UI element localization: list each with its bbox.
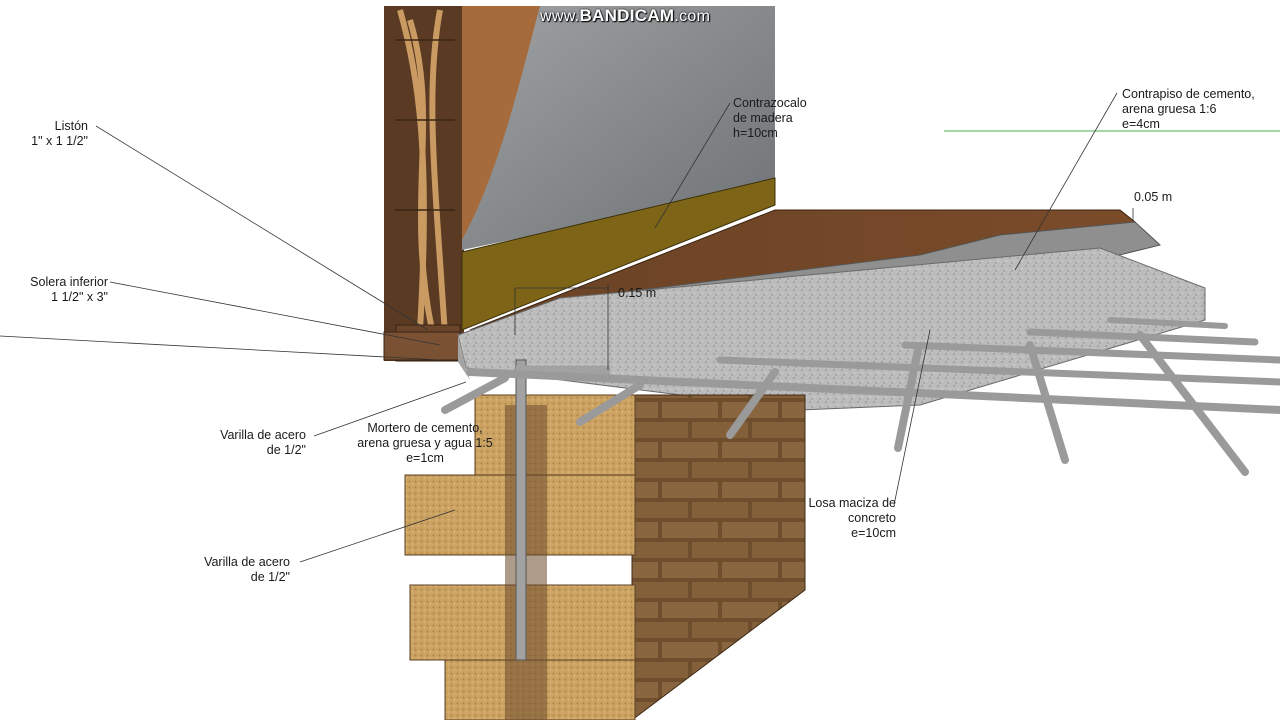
label-contrazocalo-line2: de madera xyxy=(733,111,793,125)
label-solera-line2: 1 1/2" x 3" xyxy=(51,290,108,304)
label-mortero-line2: arena gruesa y agua 1:5 xyxy=(357,436,493,450)
label-contrazocalo-line3: h=10cm xyxy=(733,126,778,140)
label-contrazocalo: Contrazocalo de madera h=10cm xyxy=(733,96,807,141)
plaster-wall-face xyxy=(462,6,775,250)
label-contrapiso-line3: e=4cm xyxy=(1122,117,1160,131)
label-solera-inferior: Solera inferior 1 1/2" x 3" xyxy=(8,275,108,305)
label-mortero: Mortero de cemento, arena gruesa y agua … xyxy=(345,421,505,466)
label-liston-line1: Listón xyxy=(54,119,88,133)
label-contrapiso-line1: Contrapiso de cemento, xyxy=(1122,87,1255,101)
label-solera-line1: Solera inferior xyxy=(30,275,108,289)
label-dimension-015: 0.15 m xyxy=(618,286,657,300)
label-dimension-005: 0.05 m xyxy=(1134,190,1173,204)
label-varilla-2-line2: de 1/2" xyxy=(250,570,290,584)
bandicam-watermark: www.BANDICAM.com xyxy=(540,6,711,25)
label-liston: Listón 1" x 1 1/2" xyxy=(10,119,88,149)
label-varilla-2-line1: Varilla de acero xyxy=(204,555,290,569)
timber-wall xyxy=(383,6,464,362)
brick-pier-side xyxy=(631,394,806,720)
label-varilla-1-line1: Varilla de acero xyxy=(220,428,306,442)
label-losa-line3: e=10cm xyxy=(851,526,896,540)
label-varilla-1-line2: de 1/2" xyxy=(266,443,306,457)
leader-lines xyxy=(0,92,1134,563)
label-contrapiso: Contrapiso de cemento, arena gruesa 1:6 … xyxy=(1122,87,1255,132)
vertical-rebar xyxy=(515,359,610,661)
baseboard xyxy=(461,177,776,331)
label-losa-line2: concreto xyxy=(848,511,896,525)
label-varilla-acero-1: Varilla de acero de 1/2" xyxy=(190,428,306,458)
label-mortero-line3: e=1cm xyxy=(406,451,444,465)
label-losa-maciza: Losa maciza de concreto e=10cm xyxy=(792,496,896,541)
label-varilla-acero-2: Varilla de acero de 1/2" xyxy=(172,555,290,585)
label-liston-line2: 1" x 1 1/2" xyxy=(31,134,88,148)
label-mortero-line1: Mortero de cemento, xyxy=(367,421,483,435)
label-contrapiso-line2: arena gruesa 1:6 xyxy=(1122,102,1217,116)
label-losa-line1: Losa maciza de xyxy=(808,496,896,510)
label-contrazocalo-line1: Contrazocalo xyxy=(733,96,807,110)
horizontal-rebars xyxy=(441,317,1280,476)
